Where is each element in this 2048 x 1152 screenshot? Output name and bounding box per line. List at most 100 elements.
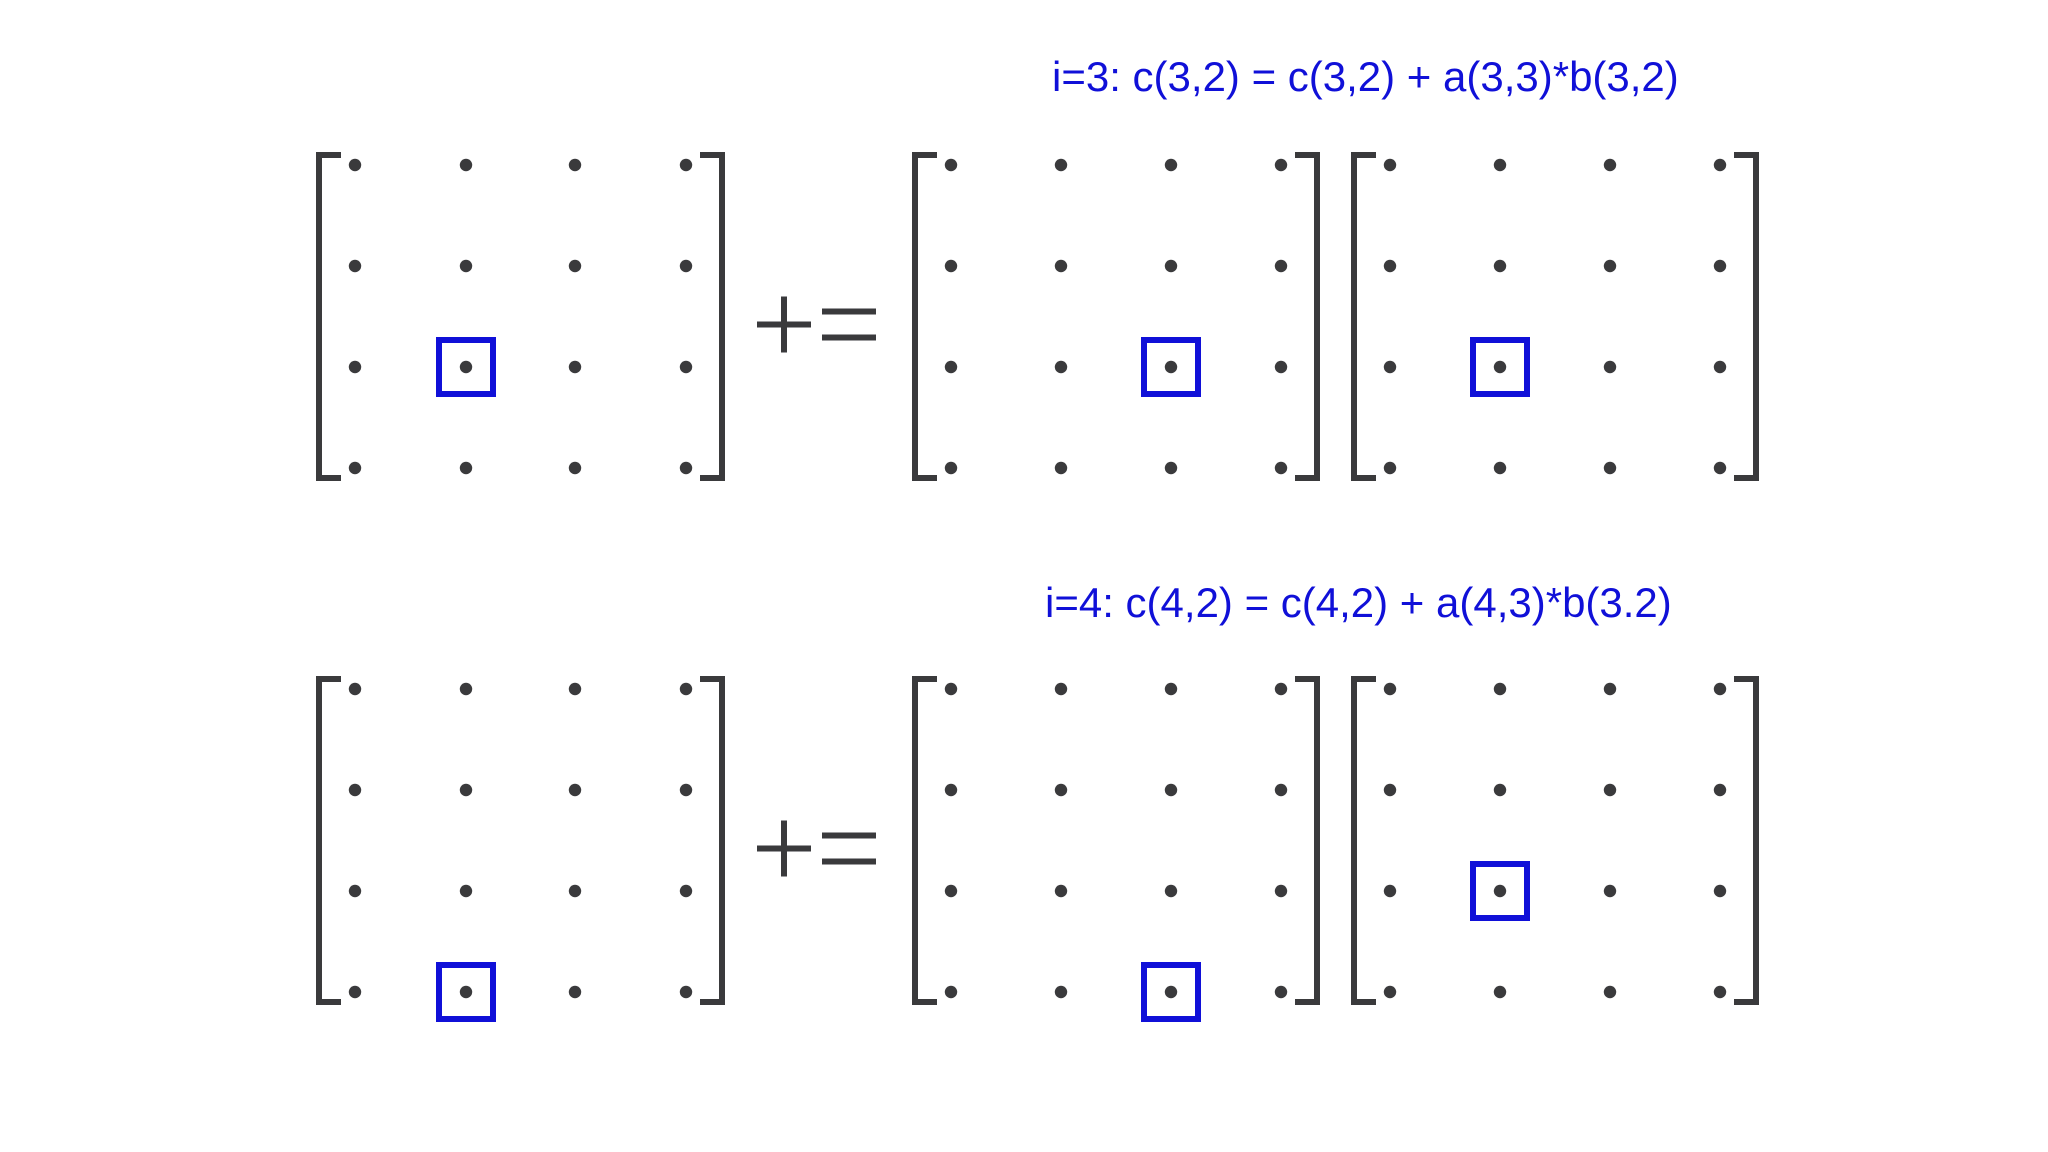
matrix-c-entry-1-1: [348, 158, 362, 172]
matrix-c-entry-3-2: [459, 360, 473, 374]
matrix-b-entry-1-4: [1713, 682, 1727, 696]
matrix-b-right-bracket: [1734, 676, 1759, 1005]
matrix-c-entry-2-2: [459, 783, 473, 797]
matrix-c-entry-4-2: [459, 461, 473, 475]
matrix-c-entry-3-3: [568, 884, 582, 898]
matrix-a-highlight-box: [1141, 337, 1201, 397]
matrix-b-step-1: [1383, 158, 1727, 475]
matrix-a-entry-1-3: [1164, 158, 1178, 172]
matrix-c-entry-3-3: [568, 360, 582, 374]
step-2-caption: i=4: c(4,2) = c(4,2) + a(4,3)*b(3.2): [1045, 579, 1672, 626]
matrix-b-entry-4-4: [1713, 985, 1727, 999]
matrix-b-entry-4-3: [1603, 985, 1617, 999]
matrix-c-left-bracket: [316, 676, 341, 1005]
matrix-b-entry-4-1: [1383, 985, 1397, 999]
matrix-a-entry-1-1: [944, 682, 958, 696]
matrix-c-entry-2-3: [568, 783, 582, 797]
matrix-a-step-1: [944, 158, 1288, 475]
matrix-a-entry-2-2: [1054, 783, 1068, 797]
matrix-b-step-2: [1383, 682, 1727, 999]
matrix-c-left-bracket: [316, 152, 341, 481]
matrix-a-highlight-box: [1141, 962, 1201, 1022]
matrix-b-entry-4-2: [1493, 985, 1507, 999]
matrix-c-entry-4-4: [679, 461, 693, 475]
matrix-b-entry-2-3: [1603, 783, 1617, 797]
matrix-b-entry-2-4: [1713, 783, 1727, 797]
matrix-a-entry-4-3: [1164, 985, 1178, 999]
matrix-b-entry-1-4: [1713, 158, 1727, 172]
matrix-b-highlight-box: [1470, 337, 1530, 397]
matrix-c-entry-4-3: [568, 985, 582, 999]
matrix-c-entry-4-1: [348, 461, 362, 475]
matrix-b-entry-3-3: [1603, 884, 1617, 898]
matrix-b-entry-1-1: [1383, 158, 1397, 172]
matrix-b-entry-3-3: [1603, 360, 1617, 374]
matrix-a-entry-2-1: [944, 259, 958, 273]
matrix-b-entry-2-2: [1493, 783, 1507, 797]
matrix-c-entry-1-1: [348, 682, 362, 696]
matrix-b-entry-1-2: [1493, 682, 1507, 696]
matrix-a-entry-3-4: [1274, 884, 1288, 898]
matrix-b-entry-2-3: [1603, 259, 1617, 273]
matrix-c-entry-2-4: [679, 259, 693, 273]
matrix-c-entry-1-4: [679, 682, 693, 696]
matrix-b-entry-3-4: [1713, 360, 1727, 374]
matrix-a-entry-3-4: [1274, 360, 1288, 374]
matrix-a-entry-4-4: [1274, 985, 1288, 999]
matrix-c-right-bracket: [700, 152, 725, 481]
matrix-a-entry-3-1: [944, 884, 958, 898]
matrix-b-entry-3-1: [1383, 884, 1397, 898]
matrix-b-entry-3-1: [1383, 360, 1397, 374]
matrix-a-entry-1-3: [1164, 682, 1178, 696]
matrix-a-entry-3-2: [1054, 360, 1068, 374]
matrix-a-entry-3-2: [1054, 884, 1068, 898]
matrix-c-entry-2-1: [348, 783, 362, 797]
matrix-c-entry-1-3: [568, 158, 582, 172]
matrix-c-entry-1-2: [459, 682, 473, 696]
matrix-c-entry-4-4: [679, 985, 693, 999]
matrix-a-entry-4-2: [1054, 461, 1068, 475]
matrix-a-entry-1-2: [1054, 682, 1068, 696]
matrix-a-entry-2-3: [1164, 783, 1178, 797]
matrix-a-entry-4-3: [1164, 461, 1178, 475]
matrix-b-left-bracket: [1351, 676, 1376, 1005]
matrix-c-entry-3-1: [348, 884, 362, 898]
matrix-c-step-1: [348, 158, 693, 475]
matrix-a-entry-4-2: [1054, 985, 1068, 999]
matrix-c-entry-3-1: [348, 360, 362, 374]
matrix-a-left-bracket: [912, 152, 937, 481]
matrix-c-entry-3-4: [679, 884, 693, 898]
matrix-b-entry-3-2: [1493, 360, 1507, 374]
matrix-b-entry-3-4: [1713, 884, 1727, 898]
matrix-b-entry-1-3: [1603, 682, 1617, 696]
matrix-c-entry-2-2: [459, 259, 473, 273]
matrix-a-entry-1-2: [1054, 158, 1068, 172]
matrix-c-highlight-box: [436, 962, 496, 1022]
matrix-c-entry-4-3: [568, 461, 582, 475]
matrix-a-left-bracket: [912, 676, 937, 1005]
matrix-a-entry-4-1: [944, 985, 958, 999]
matrix-c-entry-1-4: [679, 158, 693, 172]
matrix-b-entry-2-4: [1713, 259, 1727, 273]
matrix-a-entry-2-2: [1054, 259, 1068, 273]
matrix-a-step-2: [944, 682, 1288, 1022]
matrix-b-entry-2-1: [1383, 783, 1397, 797]
matrix-b-entry-1-1: [1383, 682, 1397, 696]
matrix-c-step-2: [348, 682, 693, 1022]
matrix-b-entry-4-3: [1603, 461, 1617, 475]
matrix-b-entry-2-1: [1383, 259, 1397, 273]
matrix-c-entry-3-2: [459, 884, 473, 898]
matrix-b-right-bracket: [1734, 152, 1759, 481]
matrix-b-entry-2-2: [1493, 259, 1507, 273]
matrix-c-entry-1-2: [459, 158, 473, 172]
matrix-b-entry-4-2: [1493, 461, 1507, 475]
matrix-c-entry-4-1: [348, 985, 362, 999]
matrix-a-right-bracket: [1295, 152, 1320, 481]
matrix-c-entry-2-3: [568, 259, 582, 273]
matrix-a-entry-3-3: [1164, 884, 1178, 898]
matrix-c-entry-2-4: [679, 783, 693, 797]
matrix-a-entry-4-4: [1274, 461, 1288, 475]
matrix-c-highlight-box: [436, 337, 496, 397]
matrix-a-entry-4-1: [944, 461, 958, 475]
matrix-a-entry-3-1: [944, 360, 958, 374]
